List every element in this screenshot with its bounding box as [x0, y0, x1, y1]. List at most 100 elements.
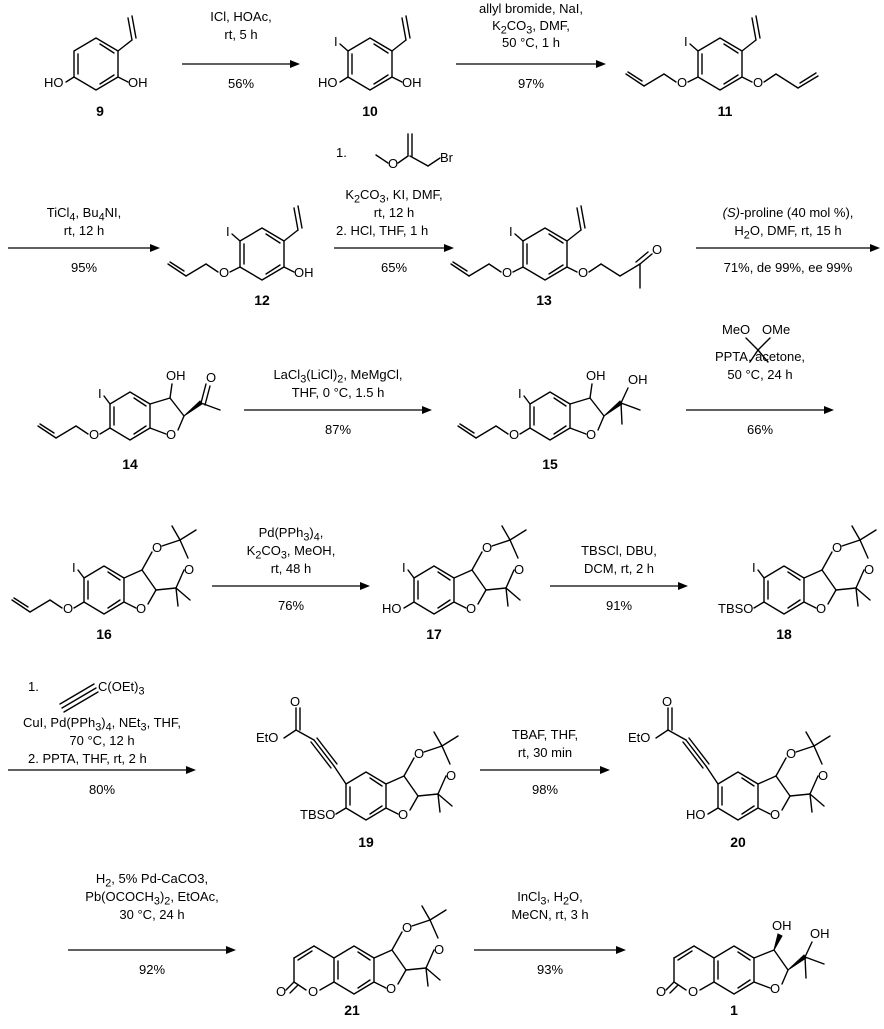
condition-s12-line-2: 30 °C, 24 h — [119, 907, 185, 922]
arrow-head-s8 — [360, 582, 370, 590]
atom-label-EtO-19: EtO — [256, 730, 279, 745]
condition-s4-line-2: rt, 12 h — [373, 205, 415, 220]
compound-label-15: 15 — [542, 456, 558, 472]
structure-16 — [11, 525, 197, 615]
condition-s13-line-1: MeCN, rt, 3 h — [511, 907, 589, 922]
atom-label-MeO: MeO — [722, 322, 751, 337]
atom-label-O-16a: O — [63, 601, 74, 616]
condition-s7-line-3: 66% — [746, 422, 774, 437]
atom-label-O-13c: O — [652, 242, 663, 257]
condition-s13-line-0: InCl3, H2O, — [517, 889, 583, 908]
atom-label-O-13a: O — [502, 265, 513, 280]
condition-s10-line-4: 2. PPTA, THF, rt, 2 h — [28, 751, 147, 766]
condition-s10-line-3: 70 °C, 12 h — [69, 733, 135, 748]
atom-label-O-19d: O — [446, 768, 457, 783]
atom-label-O-19b: O — [398, 807, 409, 822]
atom-label-O-17c: O — [482, 540, 493, 555]
reagent-methoxyallyl-bromide — [375, 133, 441, 167]
condition-s9-line-0: TBSCl, DBU, — [581, 543, 657, 558]
condition-s9-line-2: 91% — [605, 598, 633, 613]
atom-label-O-21c: O — [386, 981, 397, 996]
condition-s3-line-2: 95% — [70, 260, 98, 275]
arrow-head-s9 — [678, 582, 688, 590]
compound-label-19: 19 — [358, 834, 374, 850]
condition-s8-line-3: 76% — [277, 598, 305, 613]
arrow-head-s4 — [444, 244, 454, 252]
atom-label-OH-12: OH — [294, 265, 314, 280]
atom-label-I-13: I — [509, 224, 513, 239]
atom-label-O-21d: O — [402, 920, 413, 935]
compound-label-10: 10 — [362, 103, 378, 119]
condition-s11-line-1: rt, 30 min — [517, 745, 573, 760]
arrow-head-s3 — [150, 244, 160, 252]
atom-label-OH-1b: OH — [810, 926, 830, 941]
atom-label-HO-10: HO — [318, 75, 338, 90]
compound-label-17: 17 — [426, 626, 442, 642]
condition-s1-line-2: 56% — [227, 76, 255, 91]
atom-label-O-14c: O — [206, 370, 217, 385]
atom-label-O-11a: O — [677, 75, 688, 90]
condition-s1-line-1: rt, 5 h — [224, 27, 258, 42]
atom-label-O-12: O — [219, 265, 230, 280]
atom-label-OH-15a: OH — [586, 368, 606, 383]
condition-s6-line-1: THF, 0 °C, 1.5 h — [291, 385, 385, 400]
atom-label-O-20c: O — [786, 746, 797, 761]
condition-s10-line-0: 1. — [28, 679, 39, 694]
compound-label-14: 14 — [122, 456, 138, 472]
atom-label-HO-20: HO — [686, 807, 706, 822]
atom-label-TBSO-18: TBSO — [718, 601, 754, 616]
atom-label-O-18c: O — [832, 540, 843, 555]
atom-label-O-18b: O — [816, 601, 827, 616]
condition-s10-line-1: C(OEt)3 — [98, 679, 145, 698]
arrow-head-s10 — [186, 766, 196, 774]
condition-s3-line-1: rt, 12 h — [63, 223, 105, 238]
compound-label-1: 1 — [730, 1002, 738, 1018]
condition-s6-line-2: 87% — [324, 422, 352, 437]
condition-s8-line-1: K2CO3, MeOH, — [246, 543, 336, 562]
atom-label-HO-17: HO — [382, 601, 402, 616]
arrow-head-s12 — [226, 946, 236, 954]
atom-label-O-21e: O — [434, 942, 445, 957]
atom-label-O-13b: O — [578, 265, 589, 280]
atom-label-O-17d: O — [514, 562, 525, 577]
reagent-triethoxypropyne — [59, 683, 99, 713]
structure-15 — [457, 383, 641, 441]
compound-label-21: 21 — [344, 1002, 360, 1018]
compound-label-11: 11 — [717, 103, 733, 119]
structure-12 — [167, 205, 303, 281]
compound-label-20: 20 — [730, 834, 746, 850]
atom-label-I-17: I — [402, 560, 406, 575]
condition-s9-line-1: DCM, rt, 2 h — [583, 561, 655, 576]
condition-s2-line-3: 97% — [517, 76, 545, 91]
atom-label-OH-1a: OH — [772, 918, 792, 933]
atom-label-O-1c: O — [770, 981, 781, 996]
arrow-head-s5 — [870, 244, 880, 252]
compound-label-13: 13 — [536, 292, 552, 308]
condition-s4-line-1: K2CO3, KI, DMF, — [345, 187, 443, 206]
condition-s4-line-0: 1. — [336, 145, 347, 160]
condition-s7-line-2: 50 °C, 24 h — [727, 367, 793, 382]
condition-s10-line-5: 80% — [88, 782, 116, 797]
atom-label-O-14b: O — [166, 427, 177, 442]
condition-s6-line-0: LaCl3(LiCl)2, MeMgCl, — [273, 367, 403, 386]
condition-s13-line-2: 93% — [536, 962, 564, 977]
structure-1 — [665, 933, 825, 995]
atom-label-O-20d: O — [818, 768, 829, 783]
atom-label-O-reagent: O — [388, 156, 399, 171]
reaction-arrows — [8, 60, 880, 954]
condition-s8-line-2: rt, 48 h — [270, 561, 312, 576]
condition-s2-line-1: K2CO3, DMF, — [492, 18, 570, 37]
condition-s4-line-3: 2. HCl, THF, 1 h — [336, 223, 429, 238]
condition-s5-line-2: 71%, de 99%, ee 99% — [723, 260, 853, 275]
compound-label-12: 12 — [254, 292, 270, 308]
atom-label-O-19c: O — [414, 746, 425, 761]
atom-label-O-16c: O — [152, 540, 163, 555]
arrow-head-s7 — [824, 406, 834, 414]
atom-label-O-14a: O — [89, 427, 100, 442]
atom-label-I-14: I — [98, 386, 102, 401]
atom-label-I-12: I — [226, 224, 230, 239]
atom-label-O-21a: O — [276, 984, 287, 999]
arrow-head-s2 — [596, 60, 606, 68]
atom-label-O-20a: O — [662, 694, 673, 709]
